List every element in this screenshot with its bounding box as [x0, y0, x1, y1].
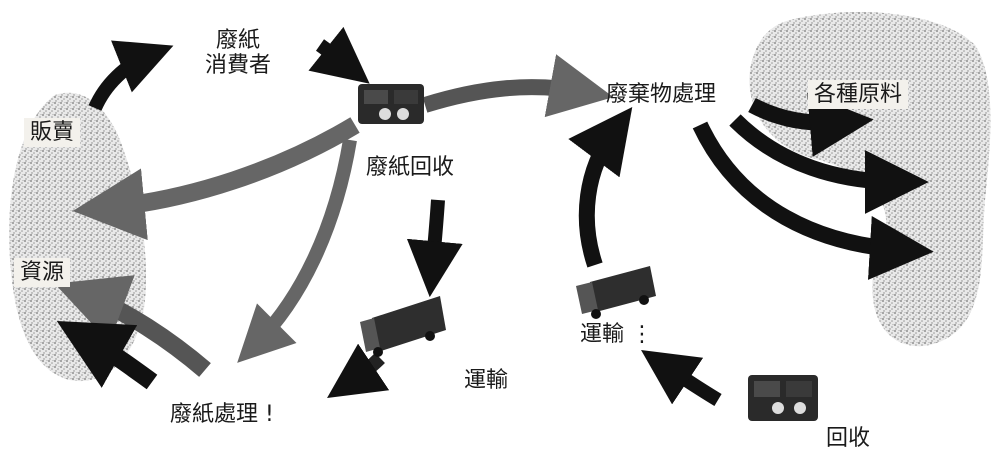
- arrow-consumer-to-processing-gray: [237, 138, 357, 363]
- transport-right-label: 運輸 ⋮: [580, 322, 653, 347]
- arrow-processing-to-resources-gray: [54, 275, 211, 377]
- arrow-processing-to-resources-black: [56, 321, 158, 390]
- paper-collection-label: 廢紙回收: [366, 155, 455, 180]
- arrow-consumer-label-to-truck: [308, 26, 370, 84]
- consumer-line-1: 廢紙: [216, 28, 261, 53]
- paper-processing-label: 廢紙處理 !: [170, 402, 274, 427]
- arrow-waste-to-raw-2: [729, 114, 929, 214]
- collection-label: 回收: [826, 426, 871, 451]
- arrow-consumer-to-waste-gray: [422, 54, 614, 118]
- arrow-sales-to-consumer: [88, 40, 174, 112]
- collection-bin-icon: [358, 84, 424, 124]
- truck-icon-2: [576, 266, 656, 319]
- arrow-waste-to-raw-3: [692, 121, 934, 280]
- truck-icon: [360, 296, 446, 357]
- sales-label: 販賣: [24, 118, 81, 148]
- raw-materials-label: 各種原料: [808, 80, 909, 110]
- arrow-truck-to-waste: [568, 106, 633, 268]
- arrow-collection-to-transport: [641, 350, 722, 407]
- transport-left-label: 運輸: [464, 368, 509, 393]
- arrow-truck-to-processing: [327, 343, 390, 398]
- waste-processing-label: 廢棄物處理: [606, 82, 717, 107]
- arrow-consumer-to-resources-gray: [72, 117, 360, 241]
- arrow-collection-down: [406, 199, 463, 298]
- waste-paper-consumer-label: 廢紙 消費者: [205, 28, 271, 79]
- arrow-waste-to-raw-1: [748, 93, 874, 157]
- consumer-line-2: 消費者: [205, 53, 272, 79]
- collection-bin-icon-2: [748, 375, 818, 421]
- resources-label: 資源: [14, 258, 71, 288]
